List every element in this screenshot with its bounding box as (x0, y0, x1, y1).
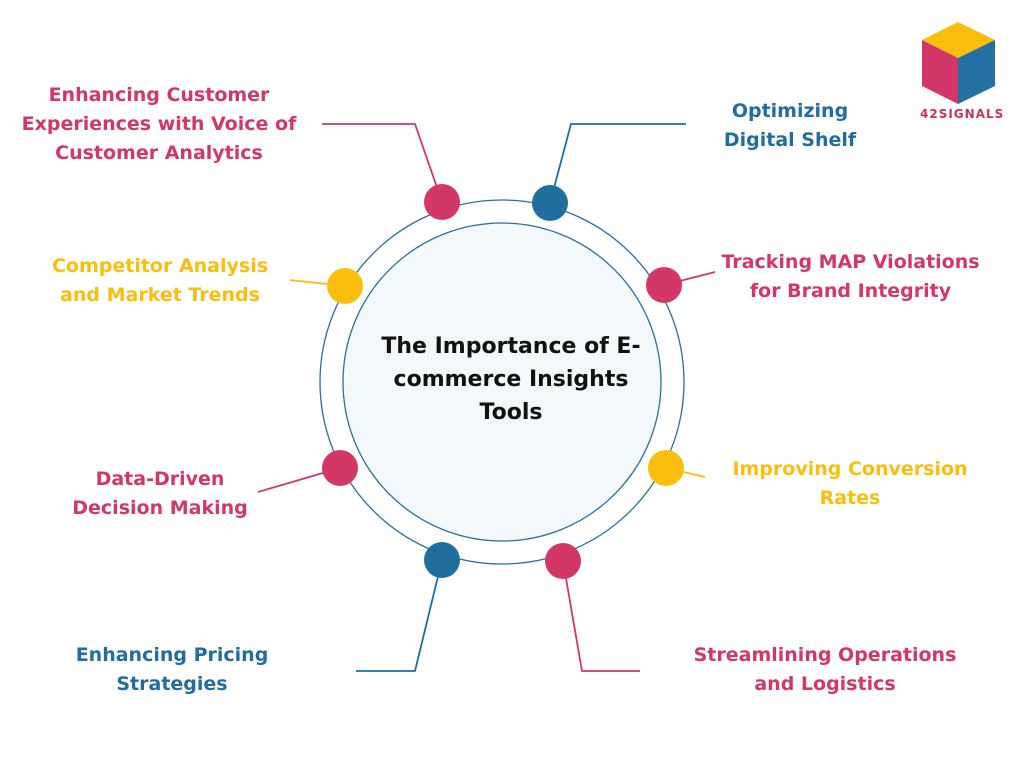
center-circle (342, 222, 662, 542)
node-voice-of-customer (424, 184, 460, 220)
label-conversion: Improving Conversion Rates (732, 458, 968, 509)
label-pricing: Enhancing Pricing Strategies (75, 644, 269, 695)
connector-digital-shelf (549, 123, 686, 204)
node-competitor (327, 268, 363, 304)
label-voice-of-customer: Enhancing Customer Experiences with Voic… (21, 84, 297, 164)
outer-ring (319, 199, 685, 565)
logo-text: 42SIGNALS (920, 107, 1005, 121)
node-conversion (648, 450, 684, 486)
label-competitor: Competitor Analysis and Market Trends (51, 255, 269, 306)
label-data-driven: Data-Driven Decision Making (72, 468, 248, 519)
connector-pricing (356, 559, 443, 672)
center-title: The Importance of E-commerce Insights To… (381, 334, 641, 425)
node-map-violations (646, 267, 682, 303)
connector-operations (562, 560, 640, 672)
label-operations: Streamlining Operations and Logistics (693, 644, 957, 695)
connector-voice-of-customer (322, 123, 443, 203)
label-map-violations: Tracking MAP Violations for Brand Integr… (721, 251, 980, 302)
node-digital-shelf (532, 185, 568, 221)
node-data-driven (322, 450, 358, 486)
label-digital-shelf: Optimizing Digital Shelf (723, 100, 857, 151)
node-operations (545, 543, 581, 579)
node-pricing (424, 542, 460, 578)
logo-cube-icon (922, 22, 995, 104)
